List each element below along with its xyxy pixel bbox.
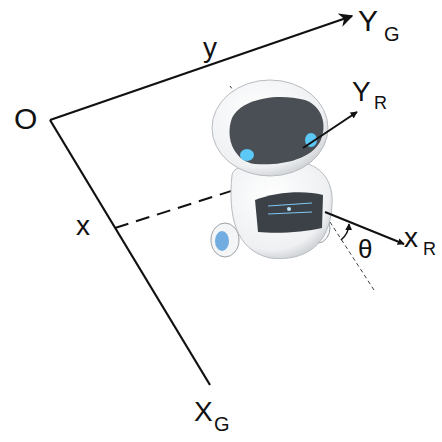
axis-label: Y <box>358 6 378 36</box>
axis-subscript: R <box>423 240 436 258</box>
theta-arc <box>341 224 349 240</box>
axis-subscript: R <box>374 94 387 112</box>
axis-label: Y <box>352 78 371 106</box>
origin-label: O <box>14 104 37 134</box>
axis-label: x <box>404 224 418 252</box>
robot <box>211 80 332 259</box>
yr-axis <box>303 112 357 148</box>
axis-label: X <box>194 398 213 426</box>
x-coordinate: x <box>76 212 90 240</box>
axis-subscript: G <box>384 24 400 44</box>
xg-axis <box>50 120 210 385</box>
axis-subscript: G <box>214 414 230 434</box>
reference-line <box>330 222 374 290</box>
angle-label: θ <box>358 236 372 262</box>
x-projection <box>115 185 250 228</box>
y-coordinate: y <box>203 34 217 62</box>
